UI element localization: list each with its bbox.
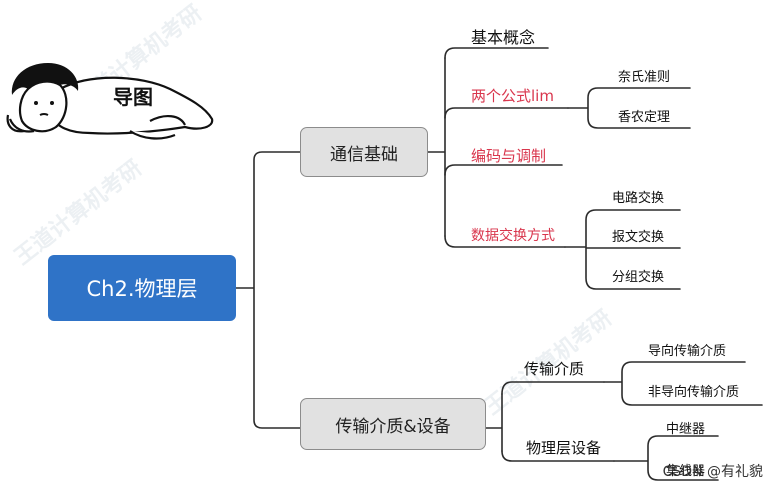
node-basic-concepts[interactable]: 基本概念 <box>471 28 536 47</box>
node-data-exchange[interactable]: 数据交换方式 <box>471 228 555 244</box>
node-shannon[interactable]: 香农定理 <box>618 110 671 125</box>
node-encoding-modulation[interactable]: 编码与调制 <box>471 147 547 165</box>
node-packet-switching[interactable]: 分组交换 <box>612 270 665 285</box>
node-unguided-media[interactable]: 非导向传输介质 <box>648 385 740 400</box>
node-physical-devices[interactable]: 物理层设备 <box>526 439 602 457</box>
root-node[interactable]: Ch2.物理层 <box>48 255 236 321</box>
mascot-label: 导图 <box>113 85 153 109</box>
mascot-illustration <box>6 63 214 140</box>
node-guided-media[interactable]: 导向传输介质 <box>648 344 727 359</box>
node-repeater[interactable]: 中继器 <box>666 422 706 437</box>
branch-comm-basics[interactable]: 通信基础 <box>300 127 428 177</box>
node-circuit-switching[interactable]: 电路交换 <box>612 191 665 206</box>
source-credit: CSDN @有礼貌 <box>662 464 763 480</box>
branch-media-devices[interactable]: 传输介质&设备 <box>300 398 486 450</box>
node-nyquist[interactable]: 奈氏准则 <box>618 70 671 85</box>
node-transmission-media[interactable]: 传输介质 <box>524 360 585 378</box>
node-message-switching[interactable]: 报文交换 <box>612 230 665 245</box>
node-two-formulas[interactable]: 两个公式lim <box>471 87 554 105</box>
node-hub[interactable]: 集线器 <box>666 464 706 479</box>
